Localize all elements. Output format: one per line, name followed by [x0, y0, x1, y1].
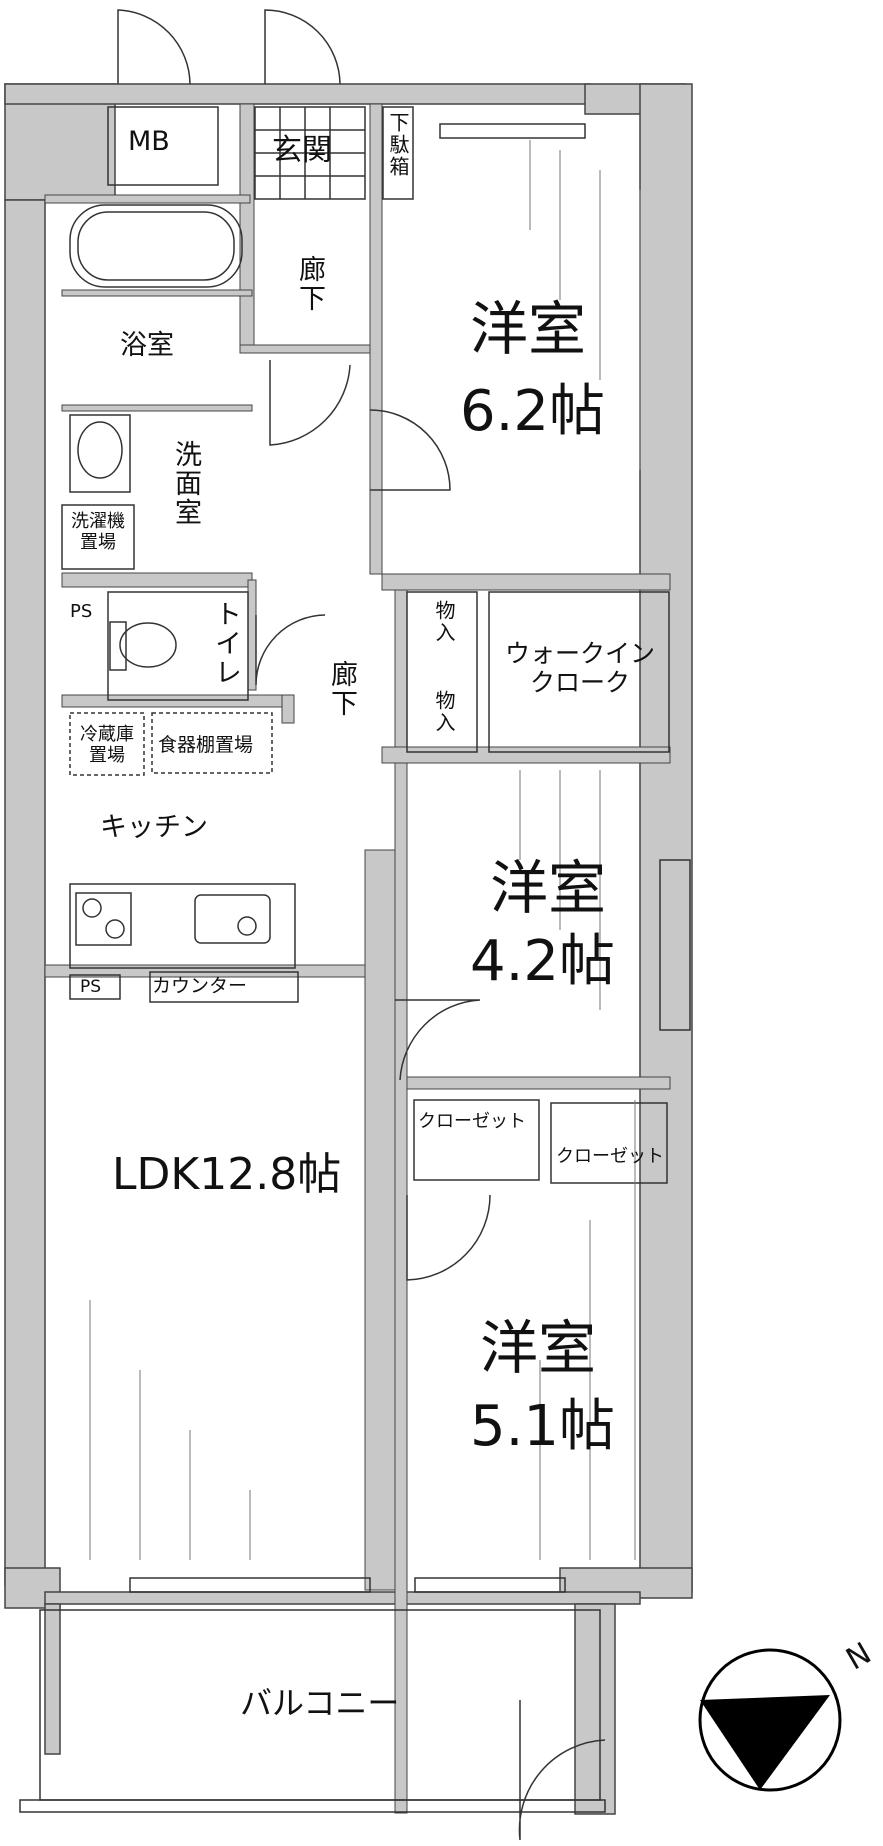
balcony-label: バルコニー	[240, 1684, 400, 1722]
dish-shelf-label: 食器棚置場	[158, 734, 254, 756]
entrance-label: 玄関	[272, 133, 332, 168]
storage-a-label: 物入	[432, 600, 456, 644]
fixture-lines	[19, 9, 691, 1841]
hall-mid-label: 廊下	[326, 660, 358, 718]
western-room-1-name: 洋室	[470, 295, 587, 363]
closet-a-label: クローゼット	[418, 1111, 526, 1132]
compass	[698, 1648, 842, 1792]
toilet-label: トイレ	[210, 600, 242, 687]
ldk-label: LDK12.8帖	[112, 1149, 342, 1200]
counter-label: カウンター	[152, 975, 248, 997]
exterior-walls	[4, 83, 693, 1815]
laundry-label: 洗濯機置場	[71, 511, 125, 553]
floor-hatching	[89, 140, 641, 1560]
mb-label: MB	[128, 126, 170, 157]
hall-top-label: 廊下	[294, 255, 326, 313]
ps-kitchen-label: PS	[80, 977, 102, 997]
kitchen-label: キッチン	[100, 812, 208, 843]
shoe-box-label: 下駄箱	[386, 112, 410, 178]
walkin-label: ウォークインクローク	[504, 639, 655, 697]
closet-b-label: クローゼット	[556, 1146, 664, 1167]
storage-b-label: 物入	[432, 690, 456, 734]
fridge-label: 冷蔵庫置場	[80, 724, 134, 766]
western-room-3-size: 5.1帖	[470, 1394, 616, 1459]
western-room-2-name: 洋室	[490, 854, 607, 922]
ps-top-label: PS	[70, 601, 93, 622]
western-room-3-name: 洋室	[480, 1314, 597, 1382]
western-room-1-size: 6.2帖	[460, 379, 606, 444]
bath-label: 浴室	[120, 330, 174, 361]
washroom-label: 洗面室	[170, 440, 202, 527]
western-room-2-size: 4.2帖	[470, 929, 616, 994]
